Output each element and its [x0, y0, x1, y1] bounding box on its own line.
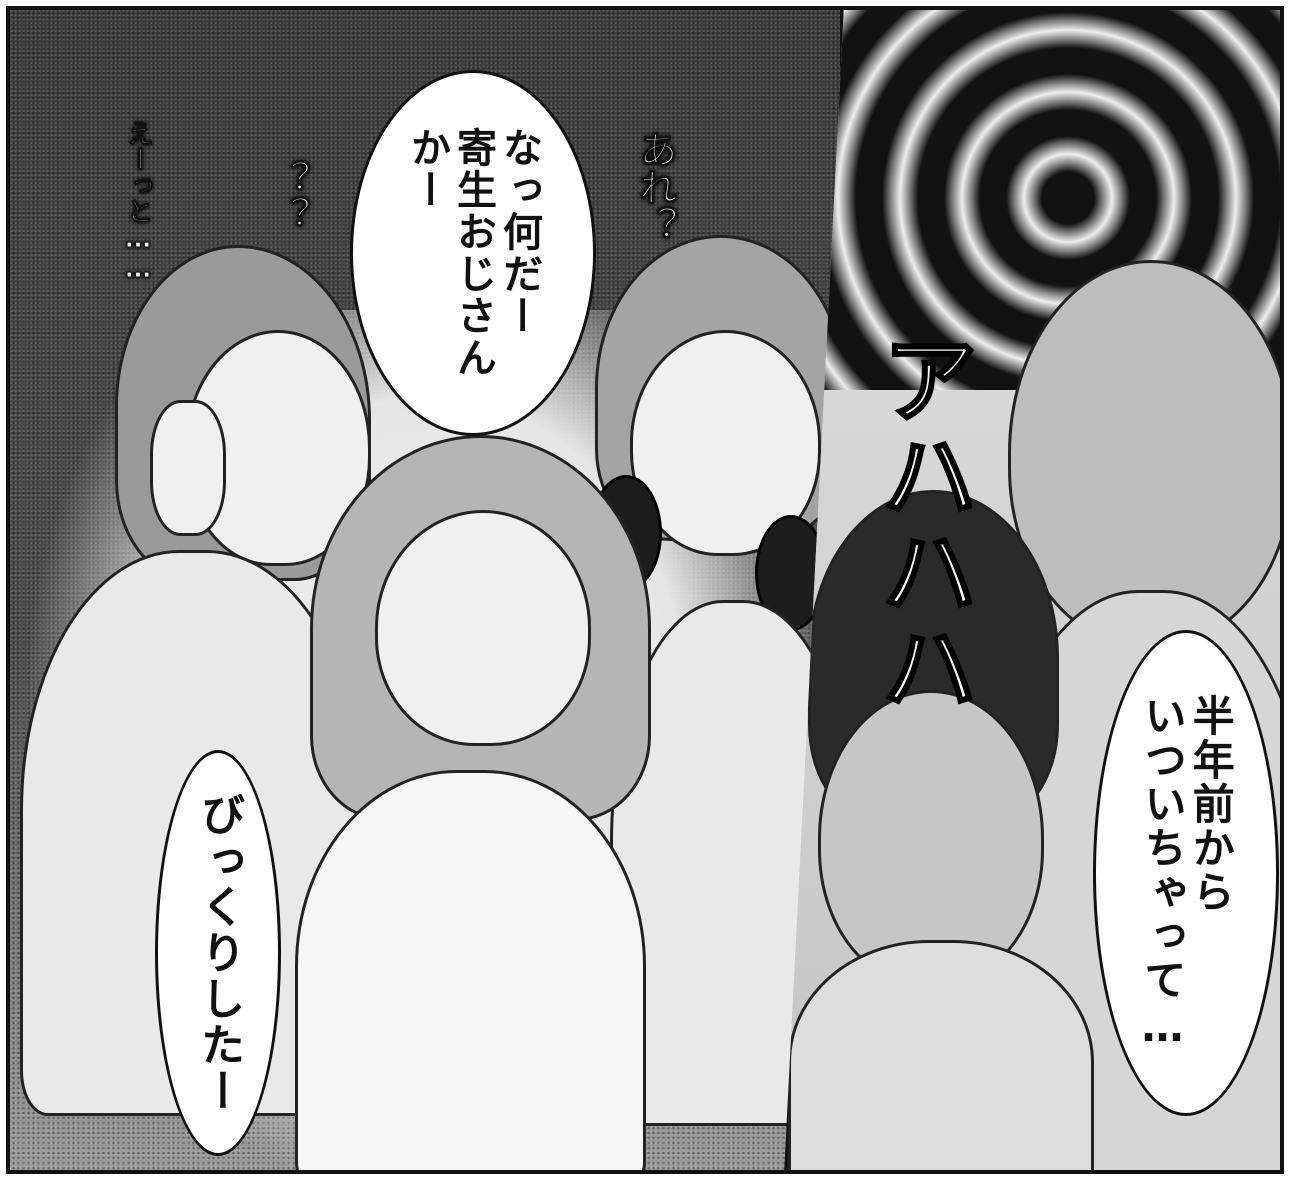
speech-text-bikkuri: びっくりしたー: [193, 792, 245, 1114]
laugh-sound-effect: アハハハ: [864, 329, 979, 716]
question-text: ？？: [268, 160, 310, 233]
speech-balloon-nani: なっ何だー 寄生おじさん かー: [350, 70, 596, 436]
are-text: あれ？: [633, 130, 678, 245]
left-woman-hand: [150, 400, 226, 536]
right-woman-face: [630, 330, 821, 556]
speech-text-hantoshi: 半年前から いついちゃって…: [1138, 693, 1236, 1053]
speech-balloon-hantoshi: 半年前から いついちゃって…: [1093, 630, 1279, 1116]
eetto-text: えーっと……: [123, 120, 154, 285]
right-panel: アハハハ 半年前から いついちゃって…: [784, 6, 1284, 1174]
left-panel: えーっと…… ？？ あれ？ なっ何だー 寄生おじさん かー びっくりしたー: [6, 6, 844, 1174]
boy-body: [788, 940, 1094, 1170]
speech-text-nani: なっ何だー 寄生おじさん かー: [404, 127, 542, 379]
center-woman-dress: [295, 770, 646, 1170]
center-woman-face: [375, 510, 591, 746]
speech-balloon-bikkuri: びっくりしたー: [155, 750, 281, 1156]
old-man-head: [1008, 260, 1280, 646]
boy-face: [818, 690, 1044, 986]
